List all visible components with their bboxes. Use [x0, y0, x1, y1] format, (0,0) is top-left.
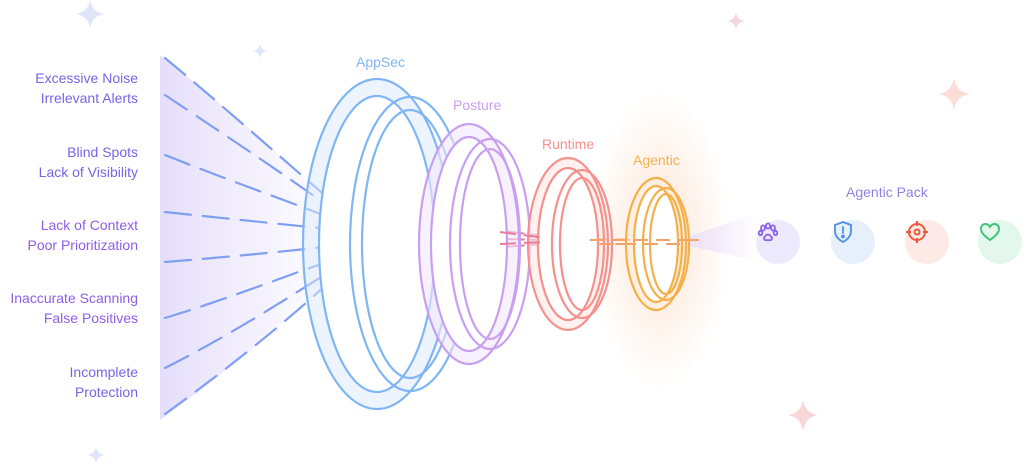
problem-line2: Poor Prioritization — [27, 237, 139, 253]
shield-alert-icon — [834, 221, 852, 244]
pack-item-heart — [978, 220, 1022, 264]
layer-label-agentic: Agentic — [633, 152, 680, 168]
ring-appsec — [301, 77, 472, 411]
problem-item: Blind Spots Lack of Visibility — [39, 142, 138, 182]
problem-line2: Lack of Visibility — [38, 164, 138, 180]
problem-item: Incomplete Protection — [70, 362, 138, 402]
pack-item-paw — [756, 220, 800, 264]
layer-label-appsec: AppSec — [356, 54, 406, 70]
problem-line1: Lack of Context — [40, 217, 138, 233]
problem-item: Inaccurate Scanning False Positives — [10, 288, 138, 328]
problem-line1: Blind Spots — [67, 144, 138, 160]
problem-line2: False Positives — [43, 310, 138, 326]
pack-item-shield — [831, 220, 875, 264]
paw-icon — [757, 222, 779, 242]
problem-line2: Protection — [74, 384, 138, 400]
sparkle-icons — [76, 0, 970, 464]
agentic-pack-title: Agentic Pack — [846, 184, 928, 200]
problem-line1: Excessive Noise — [35, 70, 138, 86]
ring-runtime — [526, 156, 614, 332]
problem-line1: Inaccurate Scanning — [10, 290, 138, 306]
problem-item: Lack of Context Poor Prioritization — [28, 215, 139, 255]
problem-item: Excessive Noise Irrelevant Alerts — [35, 68, 138, 108]
funnel-beam — [160, 55, 330, 420]
layer-label-runtime: Runtime — [542, 136, 595, 152]
pack-item-crosshair — [905, 220, 949, 264]
problem-line2: Irrelevant Alerts — [40, 90, 138, 106]
crosshair-icon — [906, 221, 928, 243]
heart-icon — [979, 222, 1001, 242]
problem-line1: Incomplete — [69, 364, 138, 380]
layer-label-posture: Posture — [453, 97, 502, 113]
